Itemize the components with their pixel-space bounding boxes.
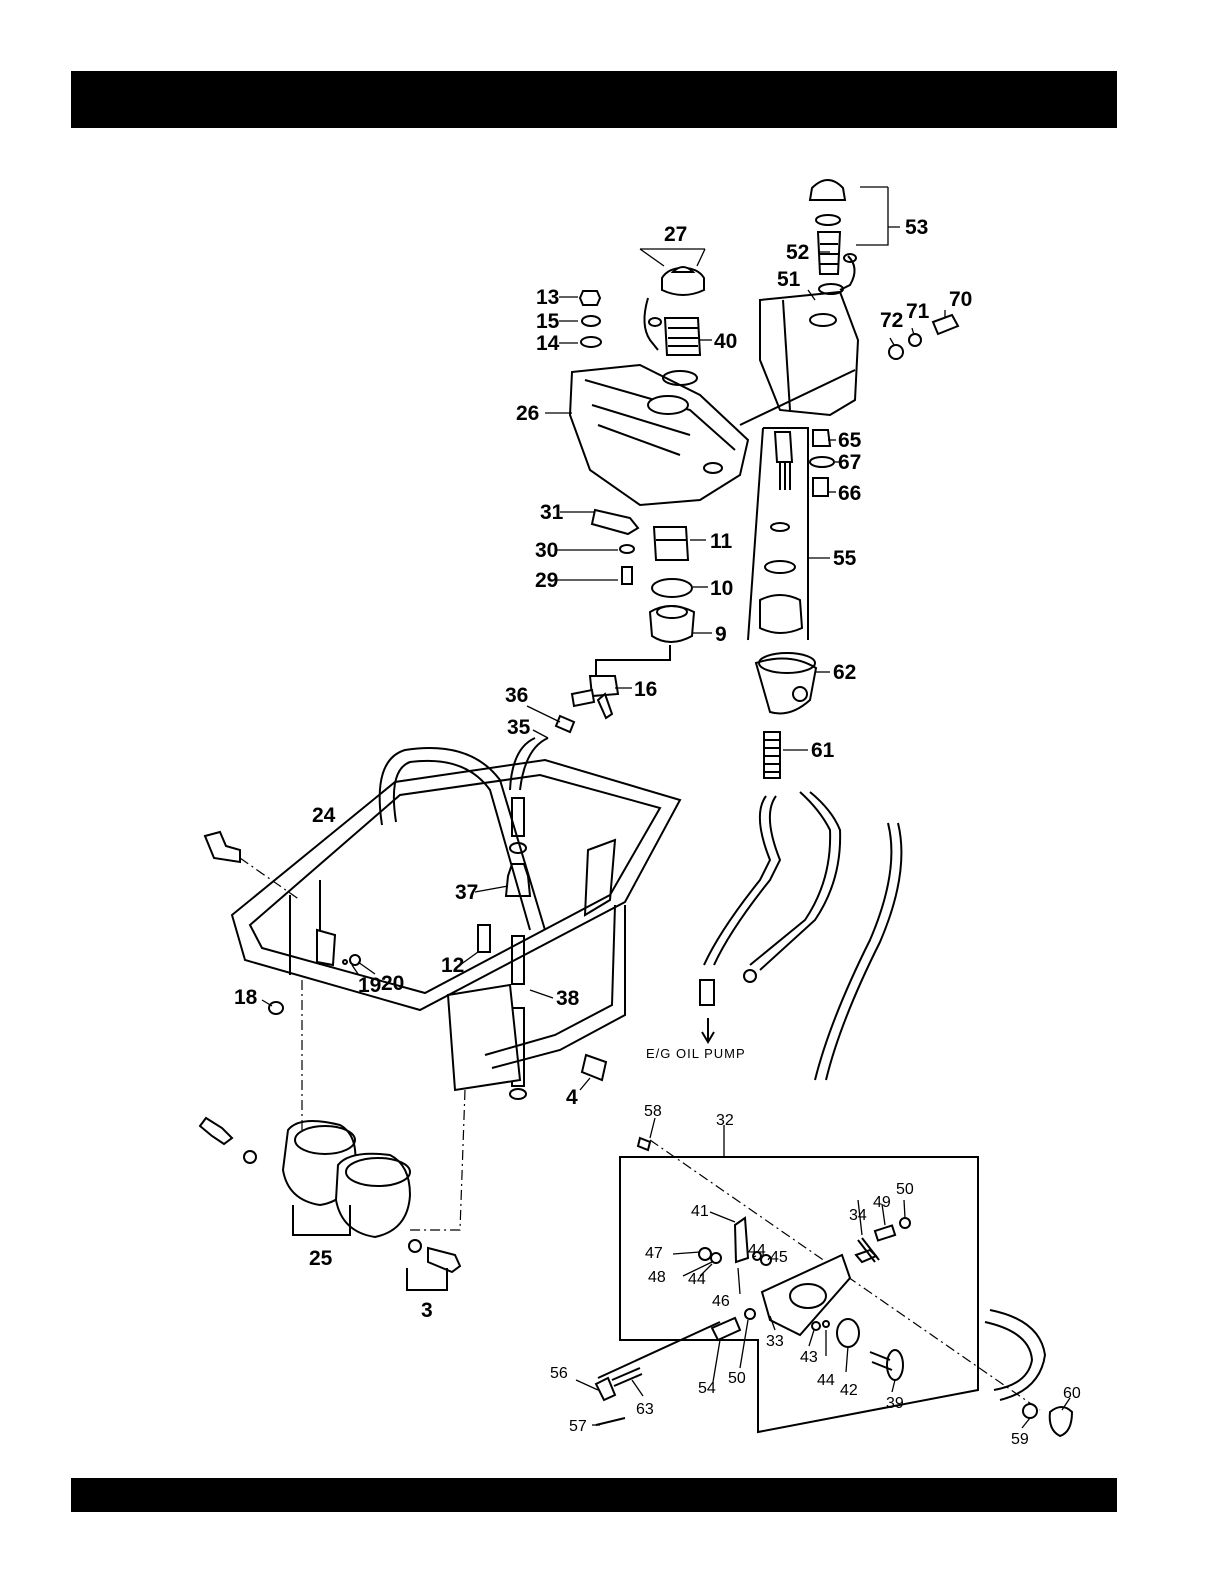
label-20: 20 [381, 972, 404, 995]
label-40: 40 [714, 330, 737, 353]
label-57: 57 [569, 1418, 587, 1435]
label-38: 38 [556, 987, 580, 1010]
filter-cup-group [650, 527, 694, 642]
label-13: 13 [536, 286, 559, 309]
label-70: 70 [949, 288, 972, 311]
label-39: 39 [886, 1395, 904, 1412]
label-46: 46 [712, 1293, 730, 1310]
fuel-cap-assembly [644, 267, 704, 385]
label-41: 41 [691, 1203, 709, 1220]
frame [205, 748, 680, 1090]
label-16: 16 [634, 678, 657, 701]
label-24: 24 [312, 804, 336, 827]
label-33: 33 [766, 1333, 784, 1350]
label-47: 47 [645, 1245, 663, 1262]
label-14: 14 [536, 332, 560, 355]
label-48: 48 [648, 1269, 666, 1286]
nut-washer-stack [580, 291, 601, 347]
label-43: 43 [800, 1349, 818, 1366]
label-37: 37 [455, 881, 478, 904]
label-71: 71 [906, 300, 930, 323]
label-26: 26 [516, 402, 539, 425]
label-53: 53 [905, 216, 928, 239]
label-66: 66 [838, 482, 861, 505]
label-55: 55 [833, 547, 857, 570]
label-29: 29 [535, 569, 558, 592]
label-35: 35 [507, 716, 531, 739]
label-27: 27 [664, 223, 687, 246]
label-50a: 50 [896, 1181, 914, 1198]
label-59: 59 [1011, 1431, 1029, 1448]
label-44a: 44 [748, 1242, 766, 1259]
label-65: 65 [838, 429, 862, 452]
label-19: 19 [358, 974, 381, 997]
valve-assembly [596, 1138, 1072, 1436]
label-30: 30 [535, 539, 558, 562]
label-18: 18 [234, 986, 258, 1009]
label-44c: 44 [817, 1372, 835, 1389]
label-72: 72 [880, 309, 903, 332]
label-54: 54 [698, 1380, 716, 1397]
label-63: 63 [636, 1401, 654, 1418]
label-3: 3 [421, 1299, 433, 1322]
label-56: 56 [550, 1365, 568, 1382]
label-62: 62 [833, 661, 856, 684]
label-61: 61 [811, 739, 835, 762]
label-4: 4 [566, 1086, 578, 1109]
label-67: 67 [838, 451, 861, 474]
label-15: 15 [536, 310, 560, 333]
label-60: 60 [1063, 1385, 1081, 1402]
oil-pump-hoses [700, 792, 901, 1080]
label-52: 52 [786, 241, 809, 264]
label-58: 58 [644, 1103, 662, 1120]
label-36: 36 [505, 684, 528, 707]
label-45: 45 [770, 1249, 788, 1266]
label-34: 34 [849, 1207, 867, 1224]
label-42: 42 [840, 1382, 858, 1399]
label-49: 49 [873, 1194, 891, 1211]
label-31: 31 [540, 501, 564, 524]
label-10: 10 [710, 577, 733, 600]
label-11: 11 [710, 530, 733, 553]
label-51: 51 [777, 268, 801, 291]
fuel-tank [570, 365, 748, 505]
rubber-mounts [200, 980, 465, 1290]
label-9: 9 [715, 623, 727, 646]
label-50b: 50 [728, 1370, 746, 1387]
label-25: 25 [309, 1247, 333, 1270]
pump-annotation: E/G OIL PUMP [646, 1046, 746, 1061]
label-44b: 44 [688, 1271, 706, 1288]
label-12: 12 [441, 954, 464, 977]
label-32: 32 [716, 1112, 734, 1129]
bracket-bolt-group [592, 510, 638, 584]
oil-pump-parts [748, 428, 834, 778]
